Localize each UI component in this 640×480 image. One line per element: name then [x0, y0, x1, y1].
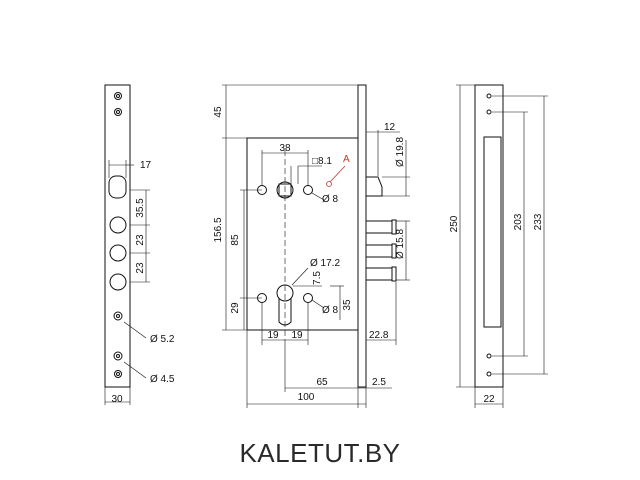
dim-45: 45: [213, 106, 224, 118]
dim-35-5: 35.5: [135, 198, 146, 218]
dim-203: 203: [513, 213, 524, 230]
brand-watermark: KALETUT.BY: [239, 438, 401, 468]
dim-cyl-17-2: Ø 17.2: [310, 258, 340, 269]
dim-2-5: 2.5: [372, 377, 386, 388]
dim-hole-8-bottom: Ø 8: [322, 305, 339, 316]
point-a-label: A: [343, 154, 350, 165]
dim-233: 233: [533, 213, 544, 230]
dim-23-b: 23: [135, 262, 146, 274]
dim-square-8-1: □8.1: [312, 156, 332, 167]
dim-156-5: 156.5: [213, 217, 224, 242]
dim-7-5: 7.5: [312, 271, 323, 285]
dim-bolts-15-8: Ø 15.8: [395, 229, 406, 259]
dim-35: 35: [342, 299, 353, 311]
dim-100: 100: [298, 392, 315, 403]
left-faceplate: 17 35.5 23 23 Ø 5.2 Ø 4.5 30: [104, 84, 175, 405]
dim-19-b: 19: [291, 330, 303, 341]
dim-12: 12: [384, 122, 396, 133]
dim-29: 29: [230, 302, 241, 314]
dim-65: 65: [316, 377, 328, 388]
dim-19-a: 19: [267, 330, 279, 341]
dim-17: 17: [140, 160, 152, 171]
dim-22-8: 22.8: [369, 330, 389, 341]
right-strike-plate: 250 203 233 22: [449, 84, 548, 408]
dim-85: 85: [230, 234, 241, 246]
dim-hole-5-2: Ø 5.2: [150, 334, 175, 345]
dim-250: 250: [449, 215, 460, 232]
dim-23-a: 23: [135, 234, 146, 246]
dim-width-22: 22: [483, 394, 495, 405]
dim-width-30: 30: [111, 394, 123, 405]
dim-hole-4-5: Ø 4.5: [150, 374, 175, 385]
dim-latch-19-8: Ø 19.8: [395, 137, 406, 167]
dim-38: 38: [279, 143, 291, 154]
lock-body: 45 156.5 85 29 38 □8.1 A Ø 8 12 Ø 19.8 Ø…: [213, 84, 410, 408]
dim-hole-8-top: Ø 8: [322, 194, 339, 205]
